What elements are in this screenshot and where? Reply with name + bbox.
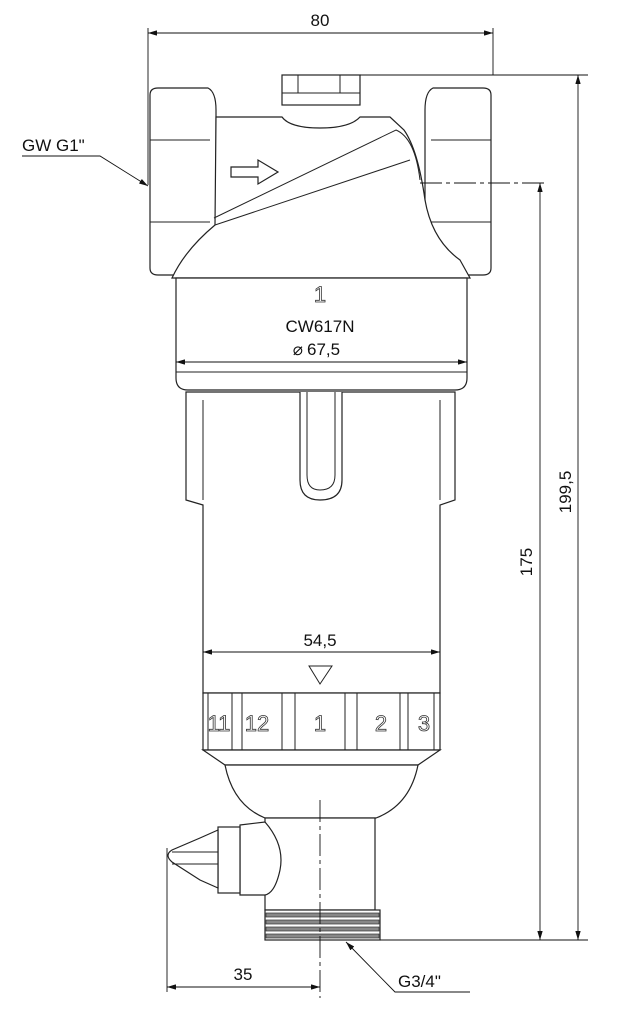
callout-inlet-thread: GW G1" — [22, 136, 149, 187]
dimension-label-199-5: 199,5 — [556, 471, 575, 514]
filter-bowl — [185, 391, 456, 694]
dial-label: 11 — [208, 711, 231, 736]
body-number: 1 — [314, 282, 326, 307]
dial-label: 1 — [314, 711, 326, 736]
dimension-overall-width: 80 — [147, 11, 494, 185]
setting-dial[interactable]: 11 12 1 2 3 — [202, 692, 441, 751]
arrow-right-icon — [230, 158, 280, 186]
dimension-label-67-5: 67,5 — [307, 340, 340, 359]
filter-outlet — [201, 749, 442, 941]
dial-label: 12 — [245, 711, 269, 736]
inlet-thread-label: GW G1" — [22, 136, 85, 155]
dimension-drain-offset: 35 — [166, 848, 320, 992]
filter-collar: 1 CW617N ⌀ 67,5 — [175, 277, 468, 391]
dial-label: 3 — [418, 711, 430, 736]
triangle-marker-icon — [308, 665, 333, 685]
dimension-bowl-width: 54,5 — [203, 631, 440, 685]
dimension-label-35: 35 — [234, 965, 253, 984]
diameter-symbol: ⌀ — [293, 340, 303, 359]
dimension-heights: 175 199,5 — [360, 74, 588, 941]
dimension-label-54-5: 54,5 — [303, 631, 336, 650]
dial-label: 2 — [375, 711, 387, 736]
outlet-thread-label: G3/4" — [398, 972, 441, 991]
drain-valve[interactable] — [167, 821, 282, 896]
dimension-label-175: 175 — [517, 548, 536, 576]
callout-outlet-thread: G3/4" — [345, 941, 470, 993]
dimension-label-80: 80 — [311, 11, 330, 30]
body-material: CW617N — [286, 317, 355, 336]
filter-head — [149, 74, 492, 279]
